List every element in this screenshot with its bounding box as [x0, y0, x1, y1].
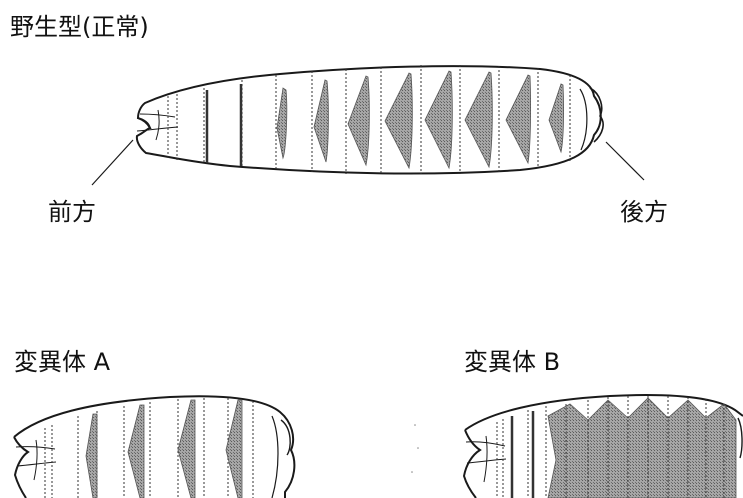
posterior-pointer — [606, 142, 644, 180]
mutant-a-embryo — [14, 396, 294, 498]
ma-band-3 — [178, 400, 195, 498]
wt-band-6 — [465, 72, 492, 167]
mutant-a-outline — [14, 396, 294, 498]
anterior-pointer — [92, 140, 133, 185]
wt-band-4 — [385, 73, 412, 168]
wt-band-1 — [277, 88, 287, 158]
wt-band-8 — [549, 84, 564, 152]
stray-dots — [411, 424, 419, 473]
wild-type-shaded-bands — [277, 71, 564, 168]
wt-band-2 — [314, 80, 328, 162]
mutant-a-segment-lines — [45, 398, 253, 498]
mutant-b-segment-lines — [497, 406, 546, 498]
wt-band-5 — [425, 71, 452, 168]
wild-type-thin-stripes — [207, 84, 241, 166]
ma-band-2 — [128, 405, 144, 498]
mutant-b-thin-stripes — [512, 411, 533, 498]
mb-fused-band — [548, 398, 736, 498]
ma-band-1 — [86, 414, 97, 498]
mutant-b-shaded-bands — [548, 398, 736, 498]
mutant-a-shaded-bands — [86, 400, 242, 498]
wt-band-3 — [348, 76, 369, 165]
wt-band-7 — [506, 75, 531, 163]
